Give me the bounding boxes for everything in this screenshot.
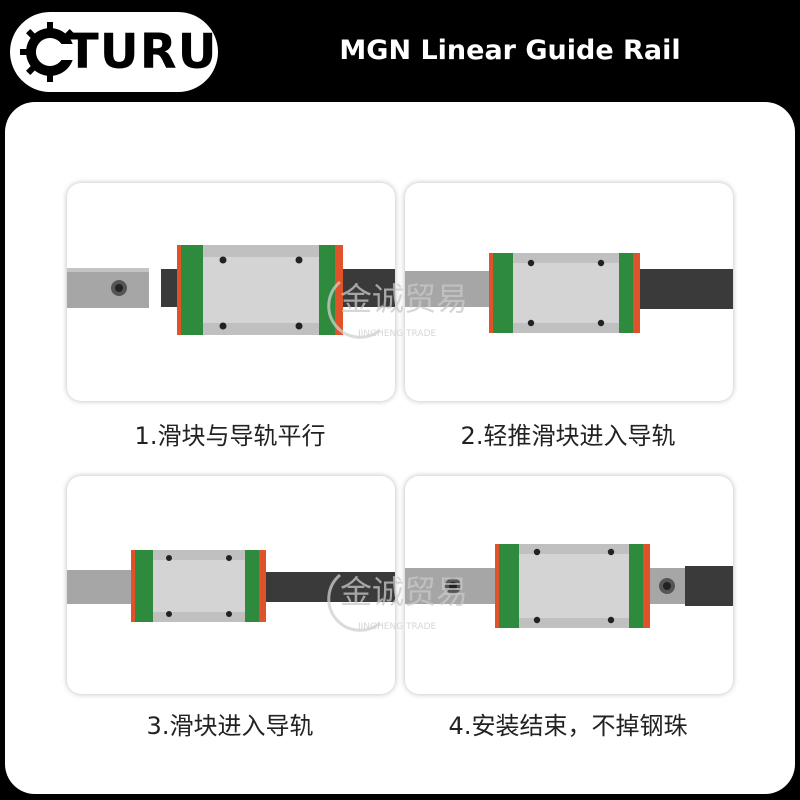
guide-rail	[405, 271, 495, 307]
slider-block	[131, 550, 266, 622]
dummy-rail	[257, 572, 395, 602]
svg-text:金诚贸易: 金诚贸易	[340, 573, 468, 611]
svg-text:金诚贸易: 金诚贸易	[340, 280, 468, 318]
step-3-caption: 3.滑块进入导轨	[146, 712, 314, 740]
step-4-image	[405, 476, 733, 694]
dummy-rail	[685, 566, 733, 606]
brand-logo-text: TURUI	[66, 24, 237, 80]
page-title: MGN Linear Guide Rail	[339, 35, 681, 66]
step-3-image	[67, 476, 395, 694]
svg-text:JINGHENG TRADE: JINGHENG TRADE	[357, 329, 437, 339]
dummy-rail	[631, 269, 733, 309]
step-4-caption: 4.安装结束，不掉钢珠	[448, 712, 688, 740]
guide-rail	[67, 268, 149, 308]
step-1-image	[67, 183, 395, 401]
watermark: 金诚贸易 JINGHENG TRADE	[327, 280, 468, 339]
slider-block	[177, 245, 343, 335]
slider-block	[495, 544, 650, 628]
slider-block	[489, 253, 640, 333]
svg-text:JINGHENG TRADE: JINGHENG TRADE	[357, 622, 437, 632]
step-1-caption: 1.滑块与导轨平行	[134, 422, 326, 450]
watermark: 金诚贸易 JINGHENG TRADE	[327, 573, 468, 632]
step-2-image	[405, 183, 733, 401]
step-2-caption: 2.轻推滑块进入导轨	[460, 422, 676, 450]
gear-icon	[20, 22, 80, 82]
brand-logo: TURUI	[10, 12, 236, 92]
